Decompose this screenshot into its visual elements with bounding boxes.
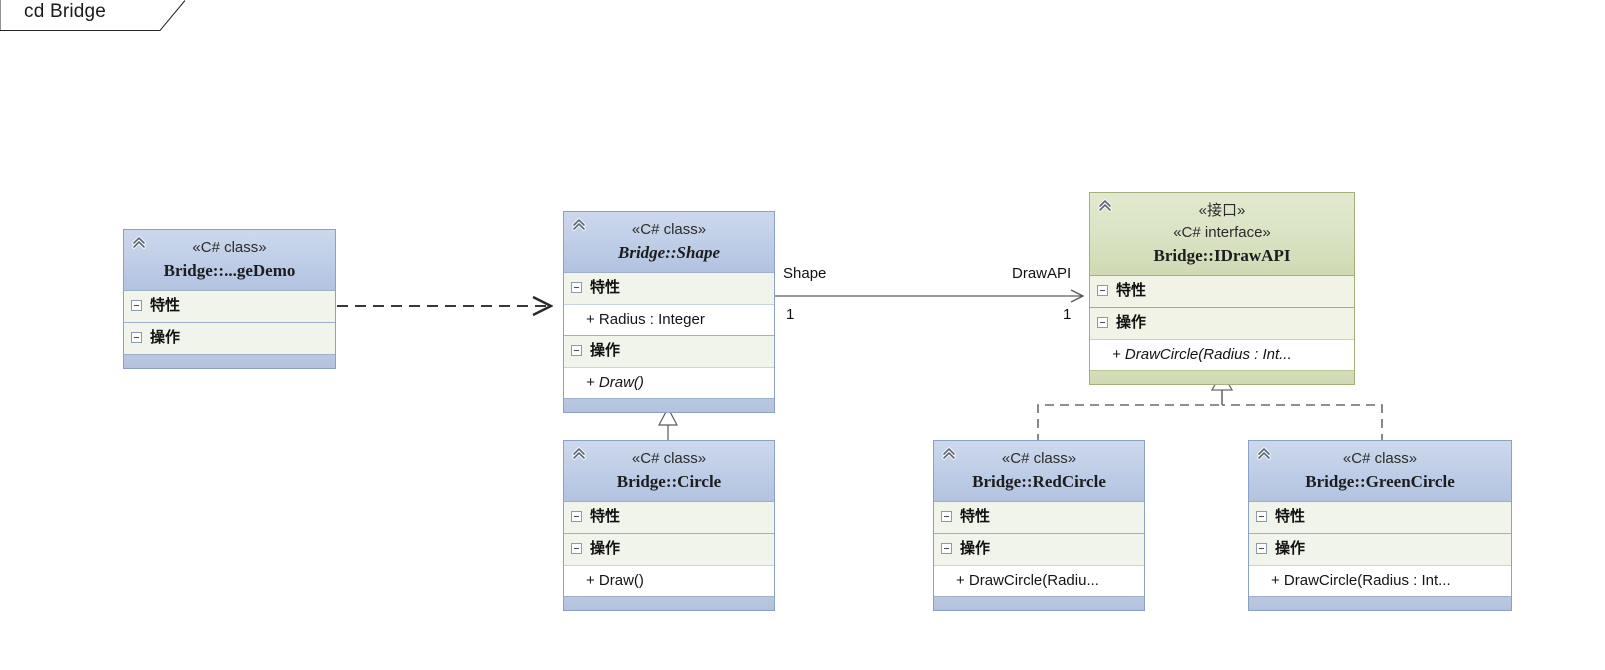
association-source-role-label: Shape xyxy=(783,265,827,282)
collapse-minus-icon[interactable] xyxy=(1097,285,1108,296)
attributes-section-header[interactable]: 特性 xyxy=(564,272,774,304)
collapse-chevron-icon[interactable] xyxy=(571,217,587,233)
operation-row[interactable]: + DrawCircle(Radius : Int... xyxy=(1090,339,1354,370)
collapse-chevron-icon[interactable] xyxy=(1256,446,1272,462)
class-header: «C# class» Bridge::GreenCircle xyxy=(1249,441,1511,501)
collapse-minus-icon[interactable] xyxy=(1256,511,1267,522)
collapse-minus-icon[interactable] xyxy=(571,511,582,522)
attribute-row[interactable]: + Radius : Integer xyxy=(564,304,774,335)
operation-row[interactable]: + DrawCircle(Radiu... xyxy=(934,565,1144,596)
interface-footer xyxy=(1090,370,1354,384)
attributes-section-label: 特性 xyxy=(1116,282,1147,299)
collapse-chevron-icon[interactable] xyxy=(131,235,147,251)
collapse-minus-icon[interactable] xyxy=(941,543,952,554)
attributes-section-header[interactable]: 特性 xyxy=(124,290,335,322)
diagram-tab-shape xyxy=(0,0,186,31)
class-stereotype: «C# class» xyxy=(1342,450,1418,467)
class-name: Bridge::Shape xyxy=(618,243,720,262)
association-target-role-label: DrawAPI xyxy=(1012,265,1072,282)
attributes-section-label: 特性 xyxy=(1275,508,1306,525)
class-box-bridge-demo[interactable]: «C# class» Bridge::...geDemo 特性 操作 xyxy=(123,229,336,369)
attributes-section-header[interactable]: 特性 xyxy=(934,501,1144,533)
class-name: Bridge::RedCircle xyxy=(972,472,1106,491)
association-target-multiplicity-label: 1 xyxy=(1063,306,1072,323)
class-footer xyxy=(124,354,335,368)
class-header: «C# class» Bridge::Shape xyxy=(564,212,774,272)
class-header: «C# class» Bridge::RedCircle xyxy=(934,441,1144,501)
collapse-minus-icon[interactable] xyxy=(1097,317,1108,328)
class-stereotype: «C# class» xyxy=(631,221,707,238)
operations-section-header[interactable]: 操作 xyxy=(564,533,774,565)
operation-row[interactable]: + Draw() xyxy=(564,565,774,596)
class-box-bridge-circle[interactable]: «C# class» Bridge::Circle 特性 操作 + Draw() xyxy=(563,440,775,611)
attributes-section-label: 特性 xyxy=(150,297,181,314)
operations-section-header[interactable]: 操作 xyxy=(124,322,335,354)
collapse-chevron-icon[interactable] xyxy=(571,446,587,462)
interface-header: «接口» «C# interface» Bridge::IDrawAPI xyxy=(1090,193,1354,275)
attributes-section-header[interactable]: 特性 xyxy=(564,501,774,533)
collapse-minus-icon[interactable] xyxy=(131,332,142,343)
operations-section-label: 操作 xyxy=(150,329,181,346)
attributes-section-label: 特性 xyxy=(590,508,621,525)
attributes-section-label: 特性 xyxy=(960,508,991,525)
collapse-chevron-icon[interactable] xyxy=(941,446,957,462)
interface-name: Bridge::IDrawAPI xyxy=(1153,246,1291,265)
collapse-minus-icon[interactable] xyxy=(941,511,952,522)
attributes-section-header[interactable]: 特性 xyxy=(1090,275,1354,307)
class-footer xyxy=(934,596,1144,610)
class-footer xyxy=(1249,596,1511,610)
collapse-minus-icon[interactable] xyxy=(571,282,582,293)
collapse-chevron-icon[interactable] xyxy=(1097,198,1113,214)
operations-section-label: 操作 xyxy=(1275,540,1306,557)
operations-section-label: 操作 xyxy=(590,540,621,557)
collapse-minus-icon[interactable] xyxy=(1256,543,1267,554)
class-stereotype: «C# class» xyxy=(631,450,707,467)
collapse-minus-icon[interactable] xyxy=(131,300,142,311)
interface-stereotype-secondary: «C# interface» xyxy=(1173,224,1271,241)
attributes-section-label: 特性 xyxy=(590,279,621,296)
operation-row[interactable]: + Draw() xyxy=(564,367,774,398)
operations-section-header[interactable]: 操作 xyxy=(564,335,774,367)
class-stereotype: «C# class» xyxy=(192,239,267,256)
attributes-section-header[interactable]: 特性 xyxy=(1249,501,1511,533)
class-footer xyxy=(564,596,774,610)
operations-section-label: 操作 xyxy=(1116,314,1147,331)
operations-section-label: 操作 xyxy=(960,540,991,557)
class-box-bridge-redcircle[interactable]: «C# class» Bridge::RedCircle 特性 操作 + Dra… xyxy=(933,440,1145,611)
diagram-title-label: cd Bridge xyxy=(24,1,107,22)
operations-section-header[interactable]: 操作 xyxy=(934,533,1144,565)
operation-row[interactable]: + DrawCircle(Radius : Int... xyxy=(1249,565,1511,596)
class-stereotype: «C# class» xyxy=(1001,450,1077,467)
interface-box-bridge-idrawapi[interactable]: «接口» «C# interface» Bridge::IDrawAPI 特性 … xyxy=(1089,192,1355,385)
association-source-multiplicity-label: 1 xyxy=(786,306,795,323)
class-box-bridge-greencircle[interactable]: «C# class» Bridge::GreenCircle 特性 操作 + D… xyxy=(1248,440,1512,611)
connector-generalization-circle-shape xyxy=(658,406,678,443)
class-header: «C# class» Bridge::Circle xyxy=(564,441,774,501)
class-footer xyxy=(564,398,774,412)
diagram-frame-tab: cd Bridge xyxy=(0,0,190,31)
operations-section-label: 操作 xyxy=(590,342,621,359)
interface-stereotype-primary: «接口» xyxy=(1198,202,1246,219)
class-name: Bridge::Circle xyxy=(616,472,722,491)
collapse-minus-icon[interactable] xyxy=(571,345,582,356)
class-name: Bridge::GreenCircle xyxy=(1305,472,1455,491)
class-box-bridge-shape[interactable]: «C# class» Bridge::Shape 特性 + Radius : I… xyxy=(563,211,775,413)
collapse-minus-icon[interactable] xyxy=(571,543,582,554)
operations-section-header[interactable]: 操作 xyxy=(1249,533,1511,565)
class-header: «C# class» Bridge::...geDemo xyxy=(124,230,335,290)
class-name: Bridge::...geDemo xyxy=(163,261,296,280)
connector-realization-redcircle-idrawapi xyxy=(1037,404,1222,443)
operations-section-header[interactable]: 操作 xyxy=(1090,307,1354,339)
